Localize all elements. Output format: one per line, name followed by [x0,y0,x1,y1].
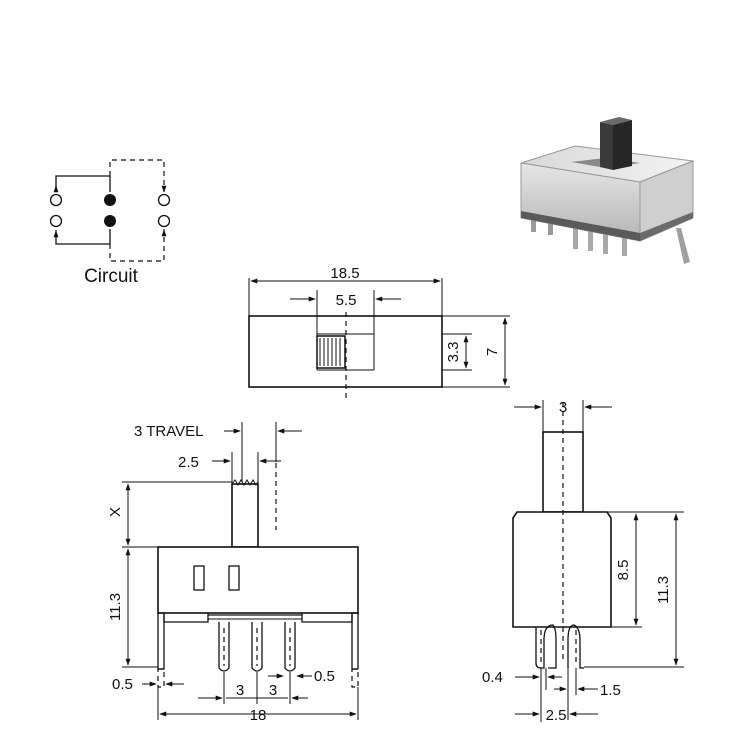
circuit-terminals [49,193,171,228]
top-actuator-width-label: 5.5 [336,292,357,309]
photo-pins [531,210,690,264]
side-view-actuator [542,431,584,513]
side-body-height-part-label: 8.5 [615,560,632,581]
top-overall-length-label: 18.5 [330,265,359,282]
circuit-solid-contact [53,175,111,245]
circuit-dashed-contact [109,159,167,262]
front-overall-length-label: 18 [250,707,267,724]
front-terminal-width-label: 0.5 [112,676,133,693]
front-view-actuator [231,483,259,548]
side-pin-spacing-label: 2.5 [546,707,567,724]
top-actuator-height-label: 3.3 [445,342,462,363]
front-pins [218,622,296,672]
front-pin-width-label: 0.5 [314,668,335,685]
top-view-actuator [316,335,346,369]
switch-photo [520,117,694,264]
front-body-height-label: 11.3 [107,593,124,621]
front-pin-pitch-2-label: 3 [269,682,277,699]
front-travel-label: 3 TRAVEL [134,423,203,440]
side-pin-thickness-label: 0.4 [482,669,503,686]
circuit-caption: Circuit [84,266,139,287]
front-view: 3 TRAVEL 2.5 X 11.3 0.5 3 3 0.5 [107,422,359,724]
photo-actuator [600,117,632,170]
side-pins [535,624,584,669]
top-view: 18.5 5.5 3.3 7 [248,265,510,398]
front-view-body [157,546,359,614]
side-actuator-width-label: 3 [559,399,567,416]
side-view-body [512,511,612,628]
side-body-height-total-label: 11.3 [655,576,672,604]
front-pin-pitch-1-label: 3 [236,682,244,699]
top-body-height-label: 7 [484,348,501,356]
front-actuator-height-label: X [107,507,124,517]
circuit-diagram: Circuit [49,159,171,287]
front-side-terminals [157,612,359,688]
front-actuator-width-label: 2.5 [178,454,199,471]
side-pin-offset-label: 1.5 [600,682,621,699]
side-view: 3 8.5 11.3 0.4 1.5 2.5 [482,399,684,724]
